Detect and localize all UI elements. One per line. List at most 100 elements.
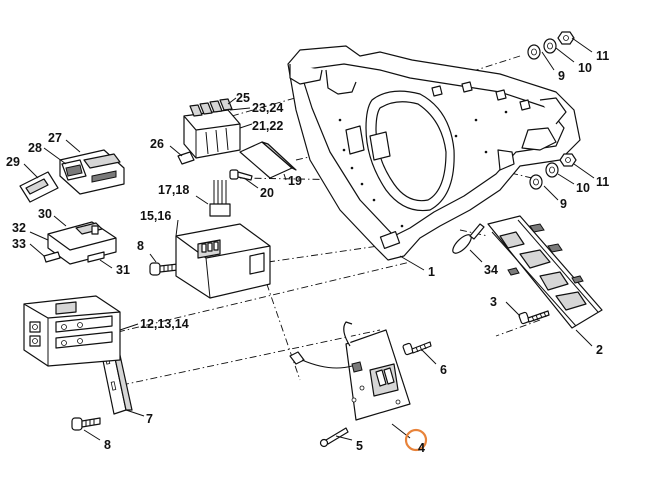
leader-line	[83, 429, 101, 441]
callout-30: 30	[38, 207, 52, 221]
highlight-ring	[404, 428, 428, 452]
leader-line	[29, 231, 49, 241]
leader-line	[119, 323, 139, 331]
sub-board-part-4	[289, 321, 411, 421]
leader-line	[575, 329, 593, 347]
washer-nut-set-top	[527, 31, 575, 60]
callout-11b: 11	[596, 175, 609, 189]
leader-line	[335, 435, 353, 441]
callout-19: 19	[288, 174, 302, 188]
callout-4: 4	[418, 441, 425, 455]
callout-23-24: 23,24	[252, 101, 283, 115]
clip-part-26	[177, 151, 195, 165]
assembly-line	[117, 261, 411, 333]
fuse-part-33	[43, 251, 61, 263]
callout-7: 7	[146, 412, 153, 426]
leader-line	[571, 37, 593, 53]
leader-line	[555, 47, 575, 63]
callout-9b: 9	[560, 197, 567, 211]
leader-line	[99, 259, 113, 269]
callout-9a: 9	[558, 69, 565, 83]
callout-12-13-14: 12,13,14	[140, 317, 189, 331]
callout-29: 29	[6, 155, 20, 169]
callout-1: 1	[428, 265, 435, 279]
callout-28: 28	[28, 141, 42, 155]
assembly-line	[495, 319, 541, 337]
callout-10a: 10	[578, 61, 592, 75]
leader-line	[125, 409, 145, 417]
washer-nut-set-bottom	[529, 153, 577, 190]
leader-line	[149, 253, 157, 263]
housing-part-1	[287, 45, 581, 261]
callout-25: 25	[236, 91, 250, 105]
callout-26: 26	[150, 137, 164, 151]
leader-line	[43, 147, 67, 165]
callout-11a: 11	[596, 49, 609, 63]
screw-part-20	[229, 169, 253, 181]
callout-5: 5	[356, 439, 363, 453]
screw-part-8b	[71, 417, 101, 431]
assembly-line	[239, 177, 357, 181]
assembly-line	[121, 329, 381, 386]
assembly-line	[261, 269, 301, 381]
leader-line	[543, 185, 559, 201]
callout-labels: 1 2 3 4 5 6 7 8 8 9 9 10 10 11 11 12,13,…	[6, 49, 609, 455]
leader-line	[573, 163, 595, 179]
leader-line	[175, 219, 179, 237]
callout-27: 27	[48, 131, 62, 145]
leader-line	[53, 215, 67, 227]
cable-tie-part-34	[452, 223, 485, 254]
leader-line	[541, 51, 555, 71]
assembly-line	[469, 55, 521, 73]
callout-20: 20	[260, 186, 274, 200]
callout-10b: 10	[576, 181, 590, 195]
screw-part-8a	[149, 262, 179, 276]
leader-line	[169, 145, 183, 157]
leader-line	[505, 301, 521, 317]
leader-line	[29, 243, 45, 257]
callout-32: 32	[12, 221, 26, 235]
pin-part-5	[319, 427, 349, 448]
terminal-block-part-21	[183, 98, 241, 159]
callout-2: 2	[596, 343, 603, 357]
leader-line	[421, 349, 437, 365]
callout-21-22: 21,22	[252, 119, 283, 133]
assembly-line	[267, 243, 393, 263]
callout-3: 3	[490, 295, 497, 309]
leader-line	[23, 163, 39, 179]
callout-15-16: 15,16	[140, 209, 171, 223]
callout-33: 33	[12, 237, 26, 251]
callout-17-18: 17,18	[158, 183, 189, 197]
transformer-part-15	[175, 223, 271, 299]
callout-8a: 8	[137, 239, 144, 253]
callout-31: 31	[116, 263, 130, 277]
leader-line	[399, 255, 425, 271]
contactor-part-12	[23, 295, 121, 367]
leader-line	[229, 107, 251, 111]
leader-line	[239, 123, 253, 129]
rail-part-19	[239, 141, 297, 179]
leader-line	[243, 177, 259, 189]
leader-line	[469, 249, 483, 263]
leader-line	[557, 173, 575, 185]
screw-part-3	[518, 310, 550, 325]
callout-34: 34	[484, 263, 498, 277]
leader-line	[283, 173, 287, 181]
circuit-board-part-2	[487, 215, 603, 329]
connector-part-17	[209, 180, 231, 217]
assembly-line	[231, 87, 331, 117]
connector-part-28	[61, 159, 87, 181]
screw-part-6	[402, 341, 432, 356]
leader-line	[227, 97, 237, 105]
leader-line	[65, 139, 81, 153]
assembly-lines	[117, 55, 541, 386]
callout-6: 6	[440, 363, 447, 377]
assembly-line	[459, 229, 489, 237]
relay-part-30	[47, 221, 117, 265]
callout-8b: 8	[104, 438, 111, 452]
leader-line	[195, 195, 209, 205]
connector-part-29	[19, 171, 59, 203]
leader-lines	[23, 37, 595, 441]
